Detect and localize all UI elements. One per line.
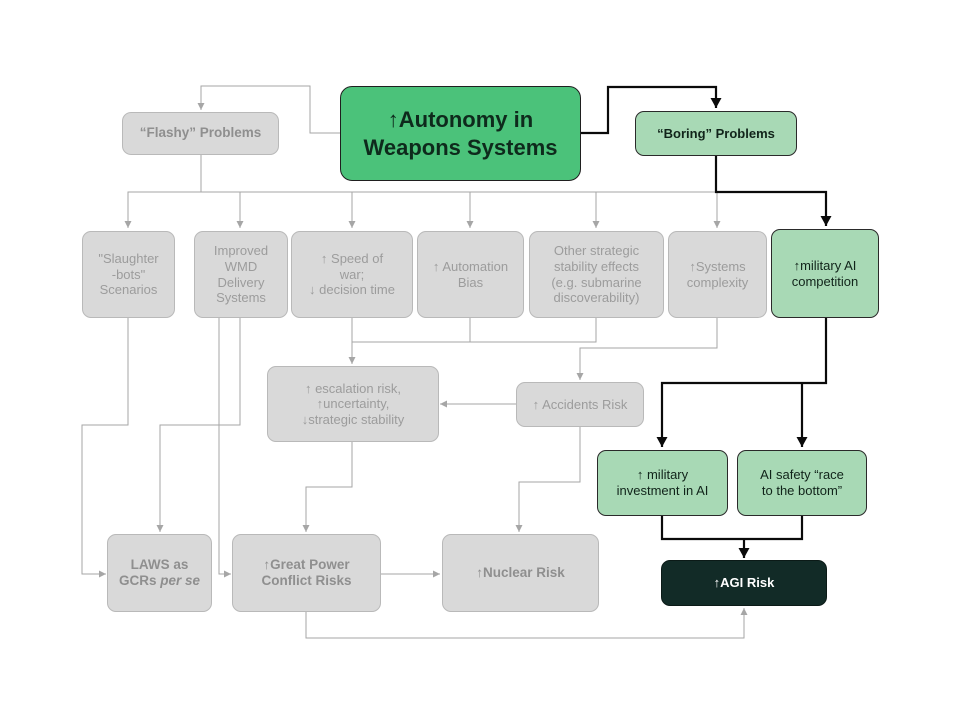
laws-label-prefix: LAWS as GCRs — [118, 556, 189, 588]
node-systems-complexity: ↑Systems complexity — [668, 231, 767, 318]
laws-label: LAWS as GCRs per se — [119, 557, 200, 589]
node-military-ai-competition: ↑military AI competition — [771, 229, 879, 318]
edge-complexity-accidents — [576, 318, 718, 380]
node-speed-of-war: ↑ Speed of war; ↓ decision time — [291, 231, 413, 318]
node-automation-bias: ↑ Automation Bias — [417, 231, 524, 318]
edge-investment-agi — [660, 516, 804, 558]
edge-flashy-slaughterbots — [124, 155, 202, 228]
node-boring-problems: “Boring” Problems — [635, 111, 797, 156]
node-military-investment: ↑ military investment in AI — [597, 450, 728, 516]
node-laws-gcrs: LAWS as GCRs per se — [107, 534, 212, 612]
edge-wmd-laws — [156, 318, 241, 532]
node-accidents-risk: ↑ Accidents Risk — [516, 382, 644, 427]
node-flashy-problems: “Flashy” Problems — [122, 112, 279, 155]
edge-greatpower-agi — [305, 608, 748, 639]
node-nuclear-risk: ↑Nuclear Risk — [442, 534, 599, 612]
node-race-to-bottom: AI safety “race to the bottom” — [737, 450, 867, 516]
edge-boring-competition — [714, 156, 832, 226]
edge-wmd-greatpower — [218, 318, 231, 578]
node-other-stability: Other strategic stability effects (e.g. … — [529, 231, 664, 318]
edge-speed-escalation — [352, 318, 597, 364]
node-autonomy-weapons: ↑Autonomy in Weapons Systems — [340, 86, 581, 181]
node-escalation-risk: ↑ escalation risk, ↑uncertainty, ↓strate… — [267, 366, 439, 442]
node-wmd-delivery: Improved WMD Delivery Systems — [194, 231, 288, 318]
node-great-power-conflict: ↑Great Power Conflict Risks — [232, 534, 381, 612]
edge-flashy-wmd — [201, 191, 717, 228]
laws-label-italic: per se — [160, 573, 201, 588]
edge-escalation-greatpower — [302, 442, 353, 532]
node-slaughterbots: "Slaughter -bots" Scenarios — [82, 231, 175, 318]
edge-accidents-nuclear — [515, 427, 581, 532]
node-agi-risk: ↑AGI Risk — [661, 560, 827, 606]
edge-competition-investment — [656, 318, 828, 447]
